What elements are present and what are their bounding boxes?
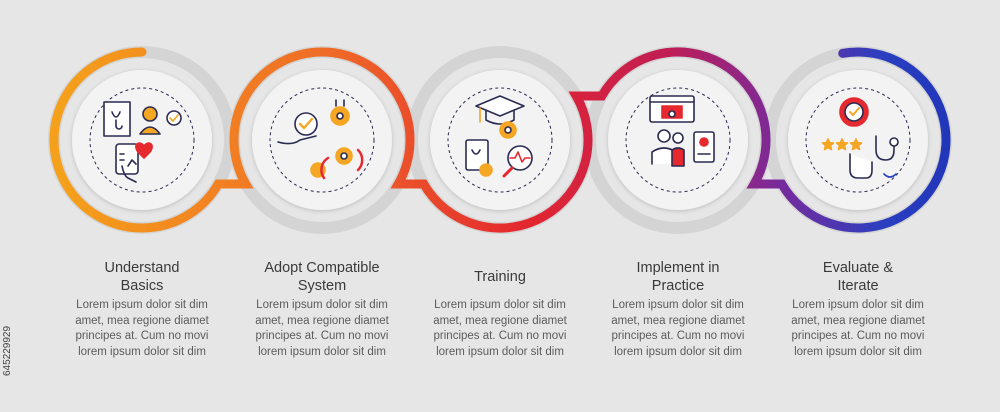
graduation-cap-icon bbox=[465, 95, 533, 178]
step-disc bbox=[252, 70, 392, 210]
dashed-circle bbox=[805, 87, 911, 193]
dashed-circle bbox=[269, 87, 375, 193]
step-description: Lorem ipsum dolor sit dim amet, mea regi… bbox=[433, 299, 567, 358]
step-disc bbox=[72, 70, 212, 210]
rating-stethoscope-icon bbox=[821, 97, 899, 179]
step-title: Adopt Compatible System bbox=[264, 260, 380, 294]
step-disc bbox=[430, 70, 570, 210]
step-title: Training bbox=[474, 269, 526, 285]
step-title: Understand Basics bbox=[104, 260, 180, 294]
dashed-circle bbox=[447, 87, 553, 193]
gear-check-hand-icon bbox=[277, 99, 364, 180]
progress-loop-line bbox=[49, 47, 951, 233]
step-description: Lorem ipsum dolor sit dim amet, mea regi… bbox=[255, 299, 389, 358]
step-title: Evaluate & Iterate bbox=[822, 260, 894, 294]
dashed-circle bbox=[89, 87, 195, 193]
medical-record-icon bbox=[103, 101, 182, 183]
step-description: Lorem ipsum dolor sit dim amet, mea regi… bbox=[75, 299, 209, 358]
step-description: Lorem ipsum dolor sit dim amet, mea regi… bbox=[791, 299, 925, 358]
dashed-circle bbox=[625, 87, 731, 193]
doctor-patient-icon bbox=[649, 95, 715, 167]
watermark-id: 645229929 bbox=[2, 325, 13, 377]
step-disc bbox=[788, 70, 928, 210]
step-title: Implement in Practice bbox=[636, 260, 720, 294]
step-description: Lorem ipsum dolor sit dim amet, mea regi… bbox=[611, 299, 745, 358]
